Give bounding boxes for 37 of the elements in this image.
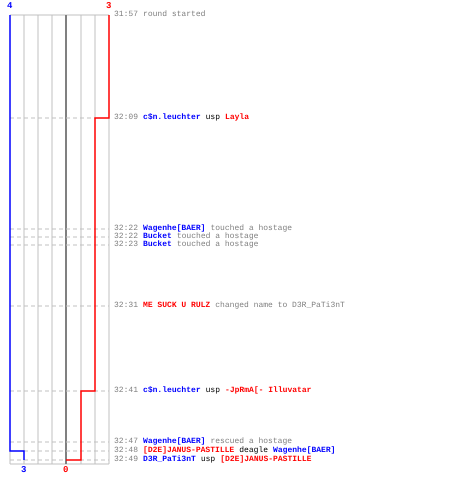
event-text: touched a hostage [210,225,292,233]
event-text: touched a hostage [176,233,258,241]
weapon-name: deagle [239,447,268,455]
timestamp: 32:09 [114,114,138,122]
player-name: Wagenhe[BAER] [143,438,206,446]
player-name: Wagenhe[BAER] [143,225,206,233]
player-name: Bucket [143,233,172,241]
event-text: changed name to D3R_PaTi3nT [215,302,345,310]
event-text: rescued a hostage [210,438,292,446]
weapon-name: usp [200,456,216,464]
score-label: 3 [21,466,26,475]
player-name: c$n.leuchter [143,387,201,395]
timestamp: 32:23 [114,241,138,249]
score-label: 0 [63,466,68,475]
event-text: round started [143,11,206,19]
timestamp: 32:31 [114,302,138,310]
player-name: Layla [225,114,250,122]
timestamp: 32:22 [114,225,138,233]
timestamp: 31:57 [114,11,138,19]
player-name: Bucket [143,241,172,249]
weapon-name: usp [206,387,220,395]
timestamp: 32:41 [114,387,138,395]
player-name: [D2E]JANUS-PASTILLE [220,456,312,464]
timestamp: 32:49 [114,456,138,464]
player-name: Wagenhe[BAER] [273,447,336,455]
score-label: 3 [106,2,112,11]
timestamp: 32:22 [114,233,138,241]
player-name: D3R_PaTi3nT [143,456,196,464]
weapon-name: usp [206,114,220,122]
timestamp: 32:47 [114,438,138,446]
player-name: c$n.leuchter [143,114,201,122]
timestamp: 32:48 [114,447,138,455]
player-name: ME SUCK U RULZ [143,302,210,310]
score-label: 4 [7,2,12,11]
player-name: -JpRmA[- Illuvatar [225,387,312,395]
player-name: [D2E]JANUS-PASTILLE [143,447,234,455]
event-text: touched a hostage [176,241,258,249]
